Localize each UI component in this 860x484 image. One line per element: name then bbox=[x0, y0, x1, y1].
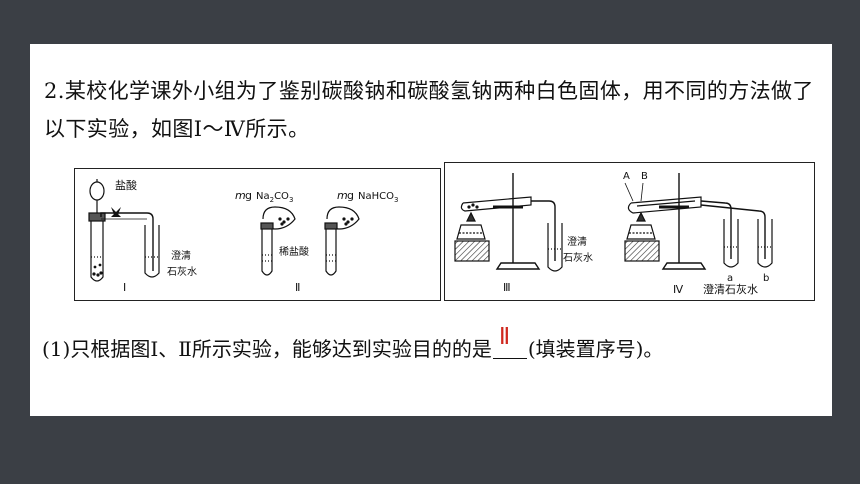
na2co3-formula: Na2CO3 bbox=[256, 191, 293, 204]
iron-stand-4 bbox=[659, 173, 707, 270]
figure-numeral-4: Ⅳ bbox=[673, 283, 684, 296]
sub-question-prefix: (1)只根据图Ⅰ、Ⅱ所示实验，能够达到实验目的的是 bbox=[42, 337, 492, 361]
unit-g-2: g bbox=[347, 189, 354, 202]
dilute-acid-label: 稀盐酸 bbox=[279, 245, 309, 258]
question-text: 2.某校化学课外小组为了鉴别碳酸钠和碳酸氢钠两种白色固体，用不同的方法做了以下实… bbox=[44, 79, 814, 141]
test-tube-2a bbox=[260, 222, 274, 276]
test-tube-limewater-3 bbox=[547, 223, 563, 272]
figure-numeral-1: Ⅰ bbox=[123, 281, 126, 294]
question-card: 2.某校化学课外小组为了鉴别碳酸钠和碳酸氢钠两种白色固体，用不同的方法做了以下实… bbox=[30, 44, 832, 416]
mass-m-2: m bbox=[337, 189, 348, 202]
heated-tube-3 bbox=[460, 196, 556, 261]
test-tube-2b bbox=[324, 222, 338, 276]
na2co3-mid: CO bbox=[274, 191, 289, 202]
acid-label: 盐酸 bbox=[115, 178, 137, 192]
nahco3-formula: NaHCO3 bbox=[358, 191, 398, 204]
limewater-label-3a: 澄清 bbox=[567, 235, 587, 248]
delivery-tube-1 bbox=[100, 212, 154, 271]
limewater-label-1b: 石灰水 bbox=[167, 265, 197, 278]
limewater-label-4: 澄清石灰水 bbox=[703, 282, 758, 296]
label-b: b bbox=[763, 273, 769, 284]
test-tube-1 bbox=[88, 212, 106, 282]
clip-icon bbox=[111, 207, 121, 217]
unit-g-1: g bbox=[245, 189, 252, 202]
test-tube-limewater-1 bbox=[144, 225, 160, 278]
figures-row: 盐酸 澄清 石灰水 Ⅰ m g Na2CO3 m g NaHCO3 bbox=[30, 162, 832, 304]
answer-text: Ⅱ bbox=[498, 324, 511, 349]
figure-1-2-drawing: 盐酸 澄清 石灰水 Ⅰ m g Na2CO3 m g NaHCO3 bbox=[88, 178, 398, 294]
separatory-funnel bbox=[89, 179, 105, 215]
nested-tubes-4 bbox=[624, 182, 766, 259]
figure-box-1-2: 盐酸 澄清 石灰水 Ⅰ m g Na2CO3 m g NaHCO3 bbox=[74, 168, 441, 301]
nahco3-sub: 3 bbox=[394, 196, 398, 204]
limewater-label-3b: 石灰水 bbox=[563, 251, 593, 264]
limewater-label-1a: 澄清 bbox=[171, 249, 191, 262]
na2co3-prefix: Na bbox=[256, 191, 270, 202]
answer-blank: Ⅱ bbox=[492, 324, 527, 359]
label-B: B bbox=[641, 171, 648, 182]
iron-stand-3 bbox=[493, 173, 541, 270]
figure-numeral-2: Ⅱ bbox=[295, 281, 300, 294]
label-a: a bbox=[727, 273, 733, 284]
sub-question-suffix: (填装置序号)。 bbox=[527, 337, 664, 361]
figure-3-4-drawing: 澄清 石灰水 Ⅲ A B bbox=[454, 171, 773, 296]
figure-box-3-4: 澄清 石灰水 Ⅲ A B bbox=[444, 162, 815, 301]
alcohol-lamp-4 bbox=[624, 211, 660, 262]
mass-m-1: m bbox=[235, 189, 246, 202]
label-A: A bbox=[623, 171, 630, 182]
na2co3-sub2: 3 bbox=[289, 196, 293, 204]
alcohol-lamp-3 bbox=[454, 211, 490, 262]
na2co3-sub1: 2 bbox=[270, 196, 274, 204]
nahco3-prefix: NaHCO bbox=[358, 191, 394, 202]
balloon-left bbox=[262, 206, 296, 230]
test-tube-b bbox=[757, 219, 773, 268]
test-tube-a bbox=[723, 219, 739, 268]
figure-numeral-3: Ⅲ bbox=[503, 281, 511, 294]
